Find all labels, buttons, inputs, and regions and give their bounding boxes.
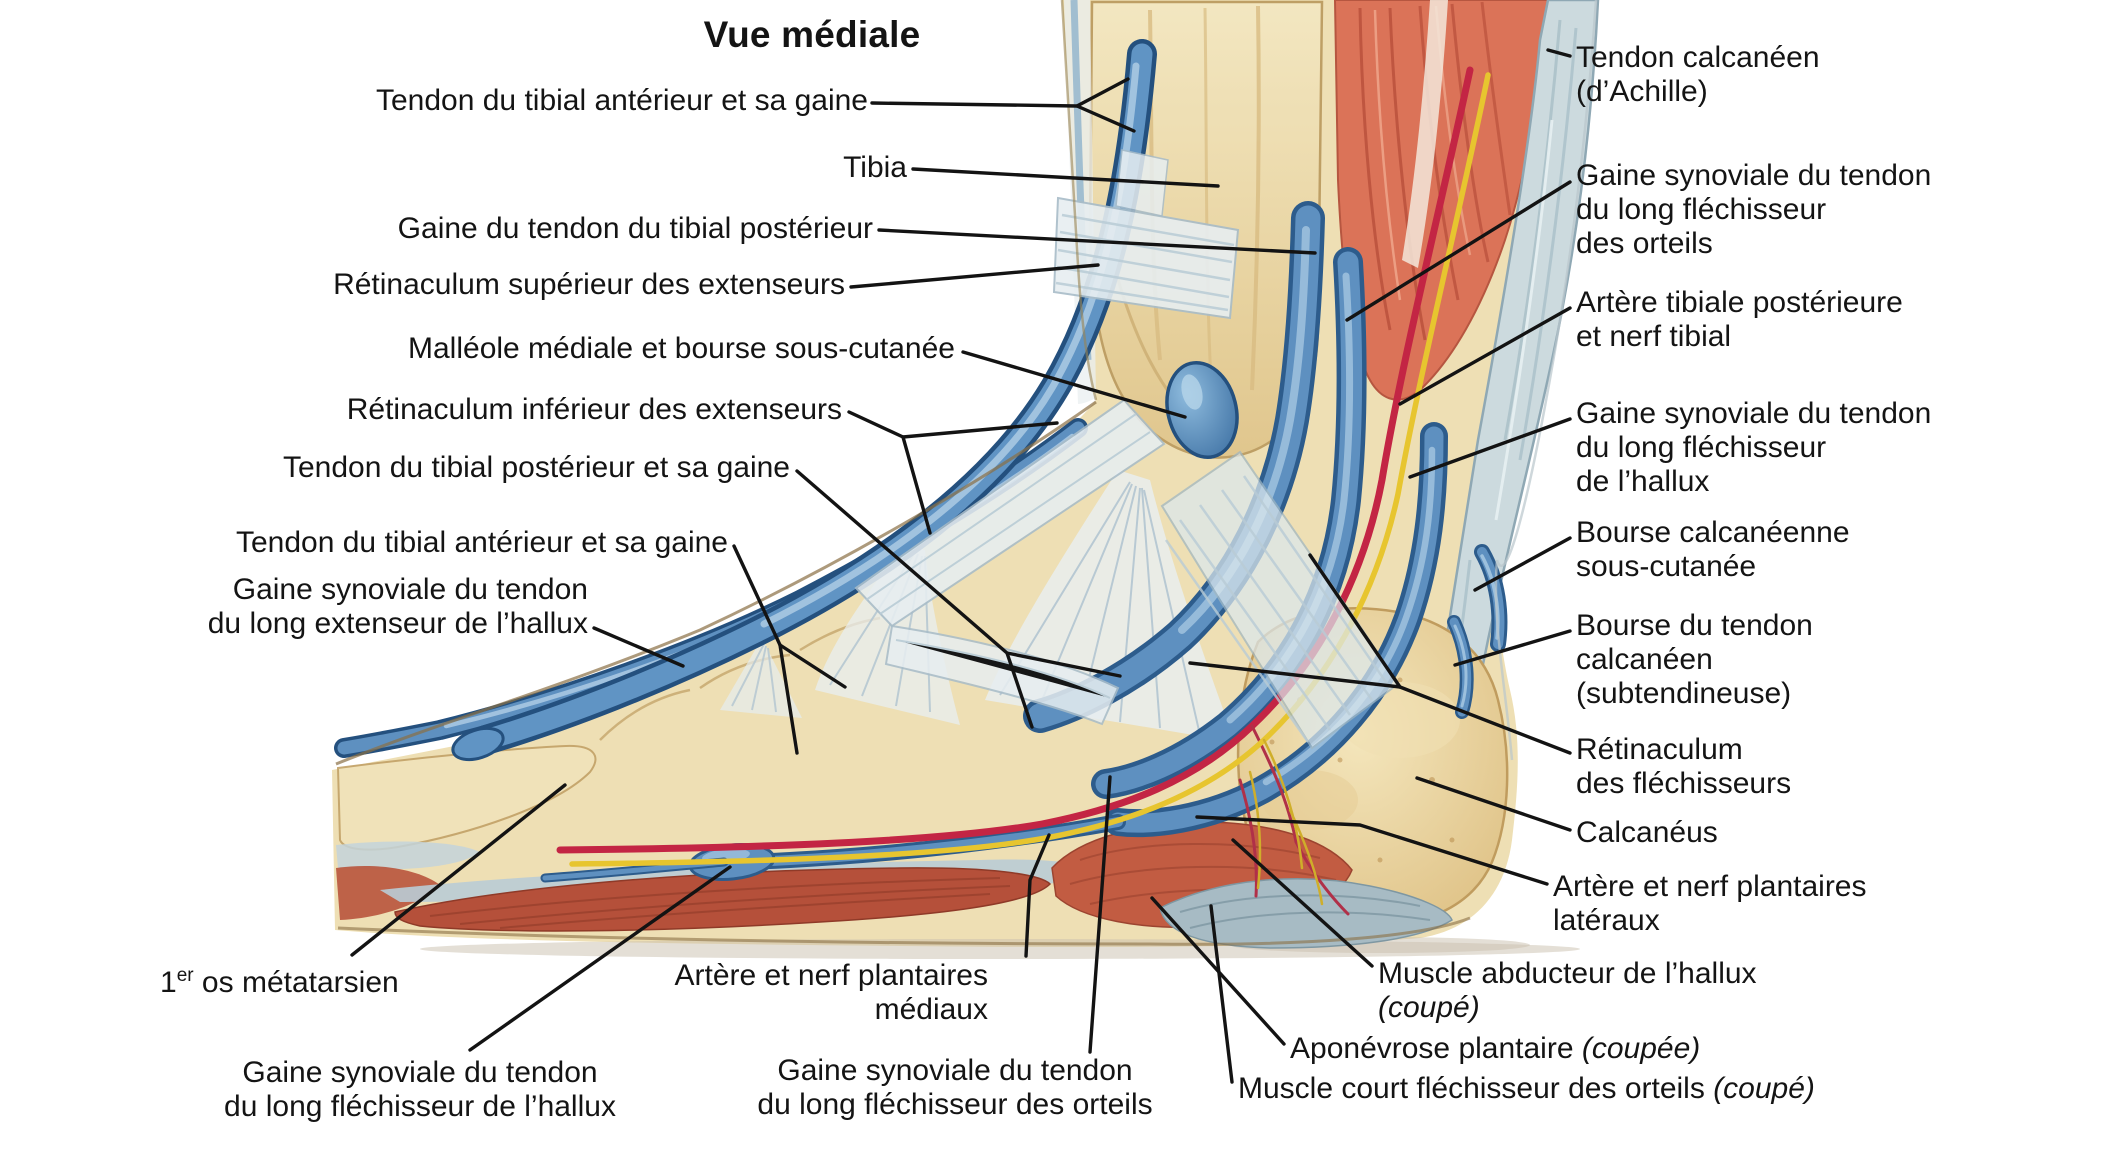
figure-title: Vue médiale <box>703 14 921 55</box>
